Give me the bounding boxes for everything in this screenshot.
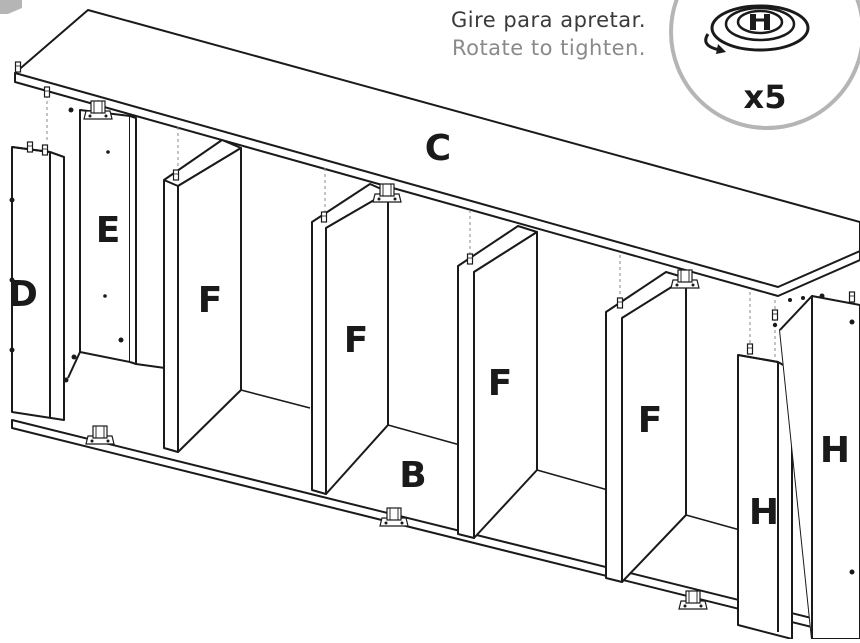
part-label-f-3: F	[488, 363, 513, 404]
part-label-f-4: F	[638, 400, 663, 441]
panel-h-holes	[772, 293, 855, 575]
panel-f-4	[605, 271, 687, 583]
part-label-c: C	[425, 128, 451, 169]
inner-floor-edges	[240, 389, 741, 531]
cam-lock-badge: x5	[669, 0, 860, 130]
step-tab	[0, 0, 22, 14]
part-label-e: E	[96, 210, 121, 251]
part-label-d: D	[8, 274, 38, 315]
panel-c-top	[14, 9, 860, 297]
panel-h-inner	[737, 354, 793, 640]
panel-e-divider	[67, 109, 166, 379]
part-label-h-inner: H	[749, 492, 779, 533]
panel-f-3	[457, 225, 538, 539]
panel-d-dowels	[9, 141, 49, 353]
panel-f-1	[163, 139, 242, 453]
panel-b-bottom	[11, 419, 860, 640]
part-label-b: B	[399, 455, 426, 496]
cam-lock-icon	[704, 4, 810, 54]
part-label-h-outer: H	[820, 430, 850, 471]
dashed-guides	[46, 95, 853, 360]
panel-h-outer	[779, 295, 860, 640]
panel-f-2	[311, 183, 389, 495]
quantity-label: x5	[744, 78, 787, 116]
part-label-f-1: F	[198, 280, 223, 321]
instruction-pt: Gire para apretar.	[450, 8, 646, 32]
instruction-en: Rotate to tighten.	[451, 36, 646, 60]
part-label-f-2: F	[344, 320, 369, 361]
panel-e-holes	[63, 107, 124, 383]
